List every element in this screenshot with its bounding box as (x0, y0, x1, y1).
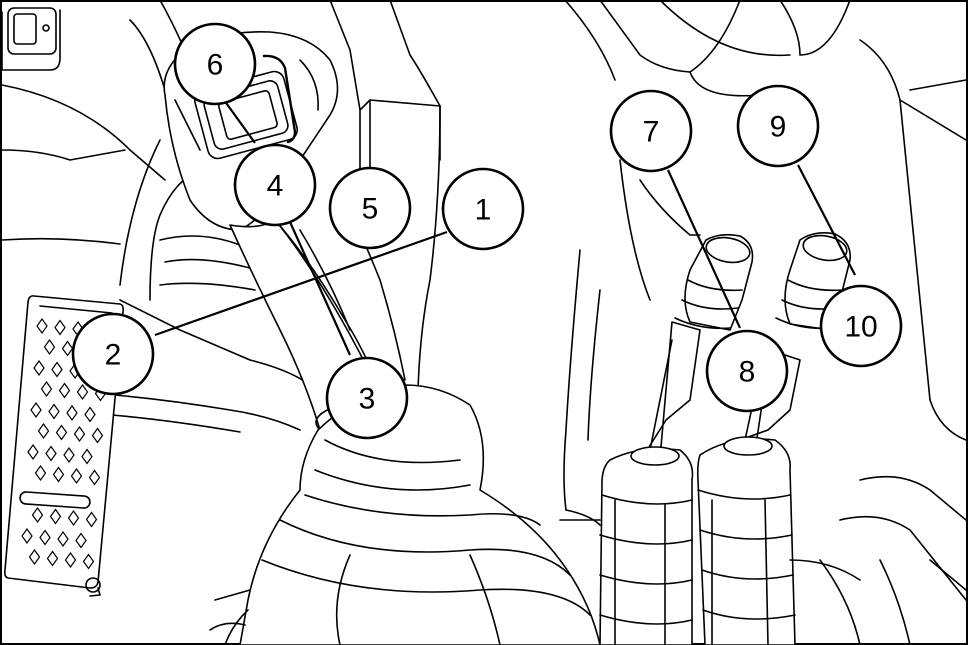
tread-diamond (61, 340, 74, 357)
tread-diamond (82, 553, 95, 570)
callout-circle (705, 329, 789, 413)
callout-label: 5 (362, 193, 379, 226)
tread-diamond (81, 448, 93, 465)
tread-diamond (51, 361, 63, 378)
callout-label: 9 (770, 111, 787, 144)
tread-diamond (67, 509, 80, 527)
tread-diamond (63, 446, 75, 464)
callout-10: 10 (819, 284, 903, 368)
tread-diamond (43, 338, 56, 356)
callout-label: 2 (105, 339, 122, 372)
tread-diamond (84, 406, 96, 423)
tread-diamond (36, 317, 48, 335)
tread-diamond (91, 427, 104, 444)
tread-diamond (85, 511, 98, 528)
tread-diamond (48, 403, 60, 420)
callout-circle (736, 84, 820, 168)
callout-label: 4 (267, 170, 284, 203)
tread-diamond (75, 532, 87, 549)
callout-label: 3 (359, 383, 376, 416)
callout-label: 10 (844, 311, 877, 344)
callout-label: 6 (207, 49, 224, 82)
tread-diamond (46, 550, 59, 567)
callout-circle (328, 166, 412, 250)
tread-diamond (64, 551, 77, 569)
callout-4: 4 (233, 143, 317, 227)
callout-circle (441, 167, 525, 251)
tread-diamond (49, 508, 62, 525)
tread-diamond (76, 383, 89, 401)
tread-diamond (55, 424, 68, 441)
leader-lines (154, 99, 856, 356)
tread-diamond (28, 548, 41, 566)
callout-circle (173, 22, 257, 106)
callout-6: 6 (173, 22, 257, 106)
callout-2: 2 (71, 312, 155, 396)
callout-circle (819, 284, 903, 368)
tread-diamond (58, 382, 71, 399)
callout-9: 9 (736, 84, 820, 168)
tread-diamond (66, 404, 78, 422)
tread-diamond (33, 359, 45, 377)
callout-layer: 1 2 3 4 5 6 7 8 9 10 (71, 22, 903, 440)
tread-diamond (73, 425, 86, 443)
callout-label: 7 (643, 116, 660, 149)
tread-diamond (70, 467, 83, 485)
tread-diamond (30, 401, 42, 419)
callout-circle (233, 143, 317, 227)
callout-circle (609, 89, 693, 173)
tread-diamond (27, 443, 39, 461)
tread-diamond (54, 319, 66, 336)
callout-3: 3 (325, 356, 409, 440)
tread-diamond (37, 422, 50, 440)
tread-diamond (52, 466, 65, 483)
auxiliary-levers (599, 232, 861, 645)
tread-diamond (39, 529, 51, 546)
callout-label: 8 (739, 356, 756, 389)
tread-diamond (45, 445, 57, 462)
callout-circle (71, 312, 155, 396)
tread-diamond (21, 527, 33, 545)
callout-8: 8 (705, 329, 789, 413)
tread-diamond (40, 380, 53, 398)
callout-label: 1 (475, 194, 492, 227)
callout-1: 1 (441, 167, 525, 251)
tread-diamond (31, 506, 44, 524)
tread-diamond (88, 469, 101, 486)
tread-diamond (34, 464, 47, 482)
callout-7: 7 (609, 89, 693, 173)
callout-circle (325, 356, 409, 440)
tread-diamond (57, 530, 69, 548)
callout-5: 5 (328, 166, 412, 250)
